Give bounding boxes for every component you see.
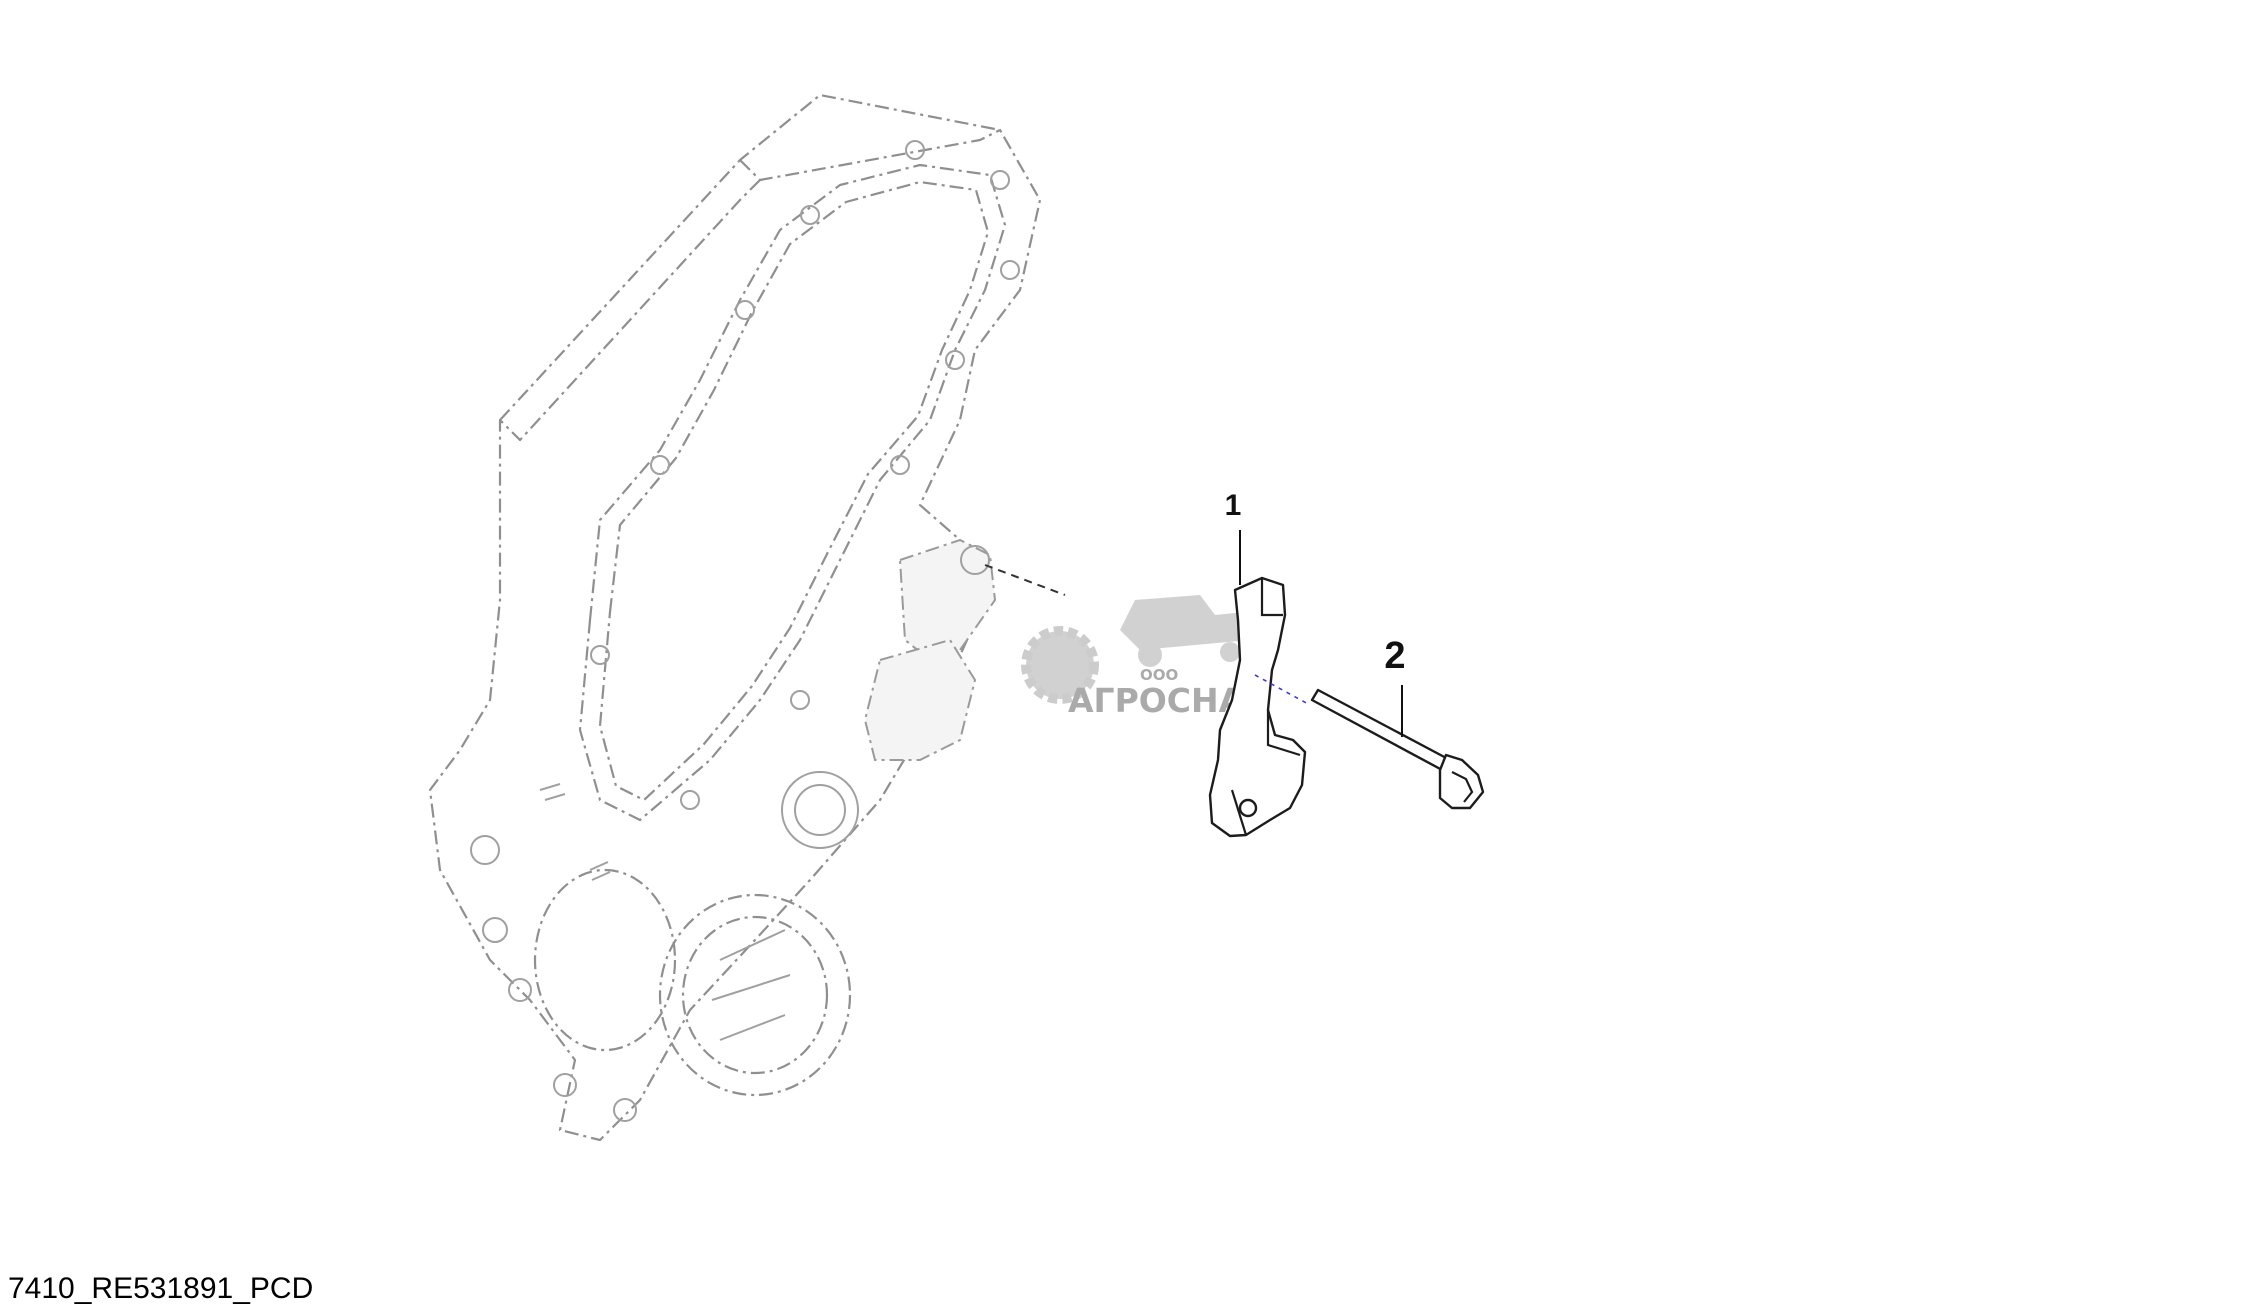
figure-id-label: 7410_RE531891_PCD (8, 1272, 314, 1305)
bracket-part[interactable] (1208, 576, 1307, 838)
callout-label-2: 2 (1384, 635, 1405, 677)
timing-gear-cover-phantom (428, 93, 1042, 1142)
callout-1: 1 (1225, 489, 1242, 585)
assembly-line (984, 564, 1066, 596)
callout-2: 2 (1384, 635, 1406, 737)
watermark-company-prefix: ООО (1140, 666, 1178, 684)
cap-screw-part[interactable] (1254, 674, 1485, 810)
callout-label-1: 1 (1225, 489, 1242, 522)
